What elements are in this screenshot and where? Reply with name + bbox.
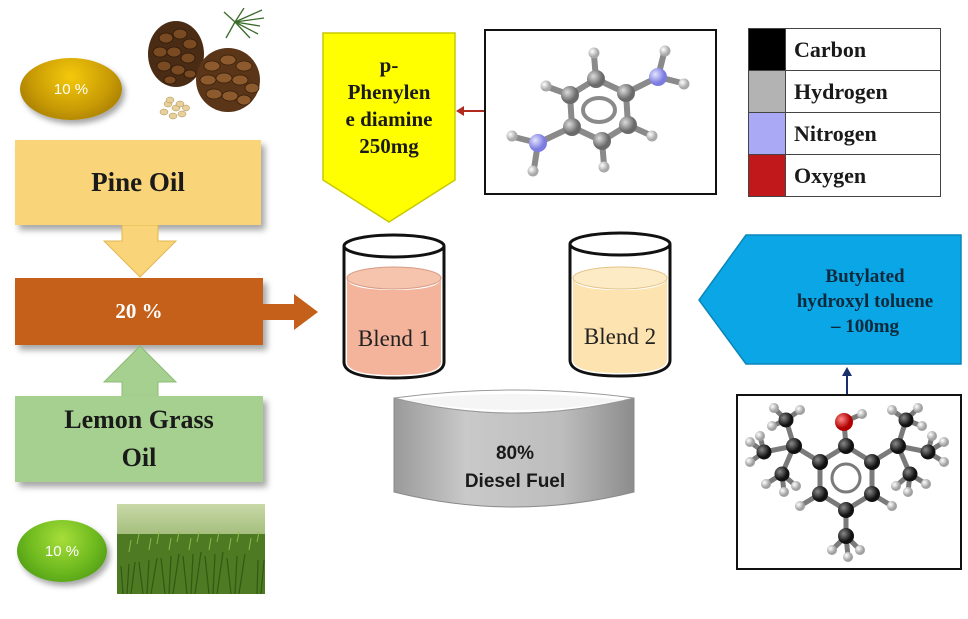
- blend2-beaker: [568, 231, 672, 378]
- mixture-box: 20 %: [15, 278, 263, 345]
- legend-row-nitrogen: Nitrogen: [748, 112, 941, 155]
- butylated-hydroxytoluene-molecule-icon: [745, 403, 949, 562]
- pine-percent-text: 10 %: [53, 80, 89, 98]
- mixture-label: 20 %: [115, 299, 163, 323]
- legend-row-carbon: Carbon: [748, 28, 941, 71]
- lemon-percent-badge: 10 %: [17, 520, 107, 582]
- diesel-percent: 80%: [495, 443, 535, 464]
- legend-label-carbon: Carbon: [785, 28, 941, 71]
- down-arrow-icon: [102, 225, 178, 278]
- p-phenylenediamine-molecule-icon: [506, 45, 690, 177]
- blend2-label: Blend 2: [583, 324, 657, 349]
- lemon-grass-label-line1: Lemon Grass: [64, 405, 214, 434]
- legend-swatch-oxygen: [748, 154, 786, 197]
- additive1-line3: e diamine: [345, 107, 433, 131]
- additive1-line1: p-: [379, 53, 399, 77]
- legend-swatch-hydrogen: [748, 70, 786, 113]
- legend-label-nitrogen: Nitrogen: [785, 112, 941, 155]
- lemon-grass-label-line2: Oil: [121, 443, 157, 472]
- lemon-grass-oil-box: Lemon Grass Oil: [15, 396, 263, 482]
- legend-swatch-nitrogen: [748, 112, 786, 155]
- legend-row-hydrogen: Hydrogen: [748, 70, 941, 113]
- pine-percent-badge: 10 %: [20, 58, 122, 120]
- pine-oil-label: Pine Oil: [91, 167, 185, 197]
- additive2-label: Butylated hydroxyl toluene – 100mg: [775, 264, 955, 339]
- diesel-fuel-label: 80% Diesel Fuel: [410, 440, 620, 496]
- additive1-arrow-shape: [322, 32, 456, 223]
- additive1-label: p- Phenylen e diamine 250mg: [324, 52, 454, 160]
- diesel-fuel-text: Diesel Fuel: [464, 471, 566, 492]
- additive2-arrow-shape: [698, 234, 962, 365]
- legend-label-oxygen: Oxygen: [785, 154, 941, 197]
- legend-row-oxygen: Oxygen: [748, 154, 941, 197]
- additive2-line2: hydroxyl toluene: [796, 291, 934, 312]
- legend-swatch-carbon: [748, 28, 786, 71]
- red-connector-arrow-icon: [456, 106, 484, 116]
- legend-label-hydrogen: Hydrogen: [785, 70, 941, 113]
- additive2-line3: – 100mg: [830, 316, 900, 337]
- butylated-hydroxytoluene-molecule-panel: [736, 394, 962, 570]
- blend1-label: Blend 1: [357, 326, 431, 351]
- lemongrass-field-image: [117, 504, 265, 594]
- diesel-tank-shape: [393, 389, 635, 508]
- additive2-line1: Butylated: [825, 266, 905, 287]
- additive1-line2: Phenylen: [347, 80, 431, 104]
- additive1-line4: 250mg: [359, 134, 419, 158]
- atom-color-legend: Carbon Hydrogen Nitrogen Oxygen: [748, 28, 941, 197]
- pine-oil-box: Pine Oil: [15, 140, 261, 225]
- blend1-beaker: [342, 233, 446, 380]
- pine-cones-image: [148, 8, 265, 120]
- p-phenylenediamine-molecule-panel: [484, 29, 717, 195]
- right-arrow-icon: [262, 294, 318, 330]
- navy-connector-arrow-icon: [842, 367, 852, 395]
- lemon-percent-text: 10 %: [44, 542, 80, 560]
- up-arrow-icon: [102, 345, 178, 399]
